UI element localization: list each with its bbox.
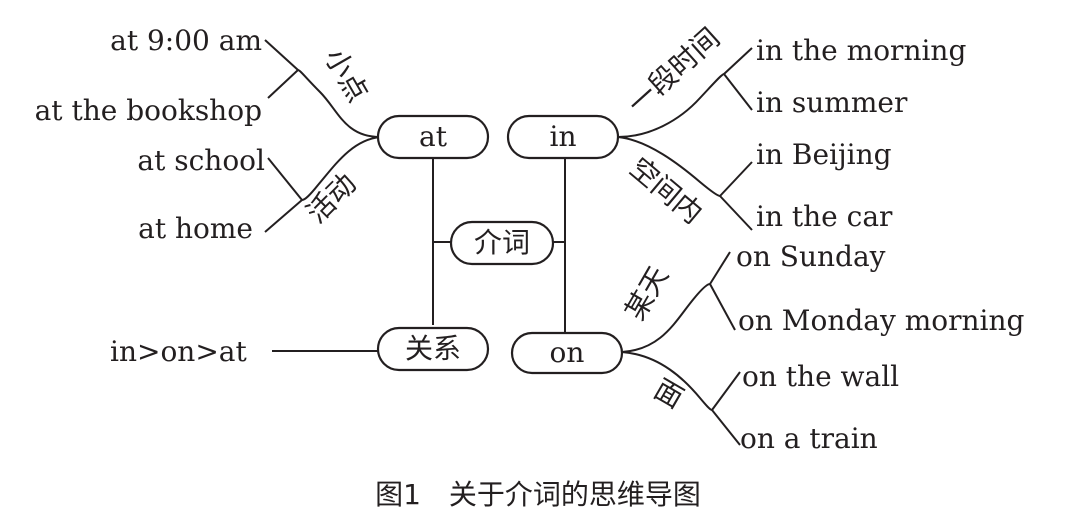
- figure-caption: 图1 关于介词的思维导图: [375, 478, 701, 511]
- on-branch-lines: [621, 251, 741, 446]
- leaf-on-surface-2: on a train: [740, 422, 878, 455]
- leaf-at-activity-1: at school: [137, 144, 265, 177]
- center-node: 介词: [449, 220, 555, 266]
- trunk-lines: [272, 158, 566, 352]
- leaf-at-point-1: at 9:00 am: [110, 24, 262, 57]
- relation-text: in>on>at: [110, 335, 247, 368]
- in-branch-lines: [617, 47, 753, 231]
- leaf-on-day-1: on Sunday: [736, 240, 886, 273]
- relation-node-label: 关系: [405, 332, 461, 365]
- at-node-label: at: [419, 120, 448, 153]
- at-node: at: [376, 114, 490, 160]
- branch-label-on-day: 某天: [618, 261, 675, 326]
- in-node-label: in: [550, 120, 577, 153]
- branch-label-at-activity: 活动: [300, 167, 363, 230]
- leaf-at-point-2: at the bookshop: [35, 94, 262, 127]
- center-node-label: 介词: [474, 226, 530, 259]
- on-node-label: on: [550, 336, 585, 369]
- leaf-at-activity-2: at home: [138, 212, 253, 245]
- leaf-in-space-2: in the car: [756, 200, 893, 233]
- leaf-on-day-2: on Monday morning: [738, 304, 1025, 337]
- leaf-in-period-1: in the morning: [756, 34, 966, 67]
- branch-label-in-period: 一段时间: [621, 21, 726, 120]
- leaf-on-surface-1: on the wall: [742, 360, 899, 393]
- on-node: on: [510, 331, 624, 375]
- at-branch-lines: [264, 39, 381, 233]
- in-node: in: [506, 114, 620, 160]
- branch-label-in-space: 空间内: [623, 151, 709, 230]
- relation-node: 关系: [376, 326, 490, 372]
- leaf-in-space-1: in Beijing: [756, 138, 892, 171]
- leaf-in-period-2: in summer: [756, 86, 908, 119]
- branch-label-on-surface: 面: [648, 372, 689, 415]
